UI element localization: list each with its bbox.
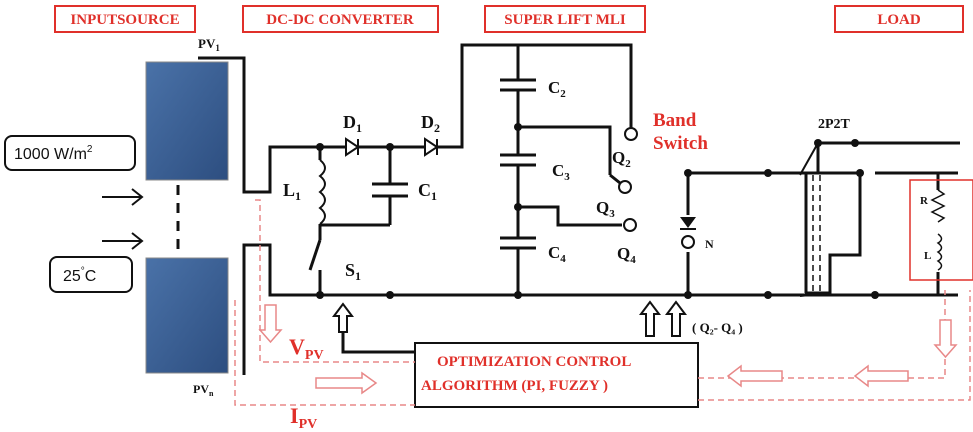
label-c1: C1 (418, 180, 437, 203)
header-load: LOAD (834, 5, 964, 33)
capacitor-c4 (500, 236, 536, 250)
label-2p2t: 2P2T (818, 117, 851, 132)
label-s1: S1 (345, 260, 361, 283)
label-q2: Q2 (612, 148, 631, 170)
irradiance-box: 1000 W/m2 (4, 135, 136, 171)
diode-d2 (424, 137, 439, 157)
resistor-r (930, 189, 946, 223)
label-band: Band (653, 110, 697, 131)
control-algorithm-box: OPTIMIZATION CONTROL ALGORITHM (PI, FUZZ… (414, 342, 699, 408)
header-dc-dc-converter-text: DC-DC CONVERTER (266, 12, 414, 28)
label-q4: Q4 (617, 244, 636, 266)
diode-n (680, 217, 696, 249)
label-pv1: PV1 (198, 36, 220, 53)
temperature-box: 25°C (49, 256, 133, 293)
label-c3: C3 (552, 161, 570, 183)
label-q3: Q3 (596, 198, 615, 220)
header-input-source-text: INPUTSOURCE (70, 12, 179, 28)
main-wiring (198, 43, 960, 375)
control-line2: ALGORITHM (PI, FUZZY ) (421, 378, 608, 394)
inductor-l1 (318, 159, 326, 225)
label-l: L (924, 250, 931, 262)
label-r: R (920, 195, 929, 207)
capacitor-c1 (372, 182, 408, 198)
label-pvn: PVn (193, 382, 214, 398)
switch-2p2t (799, 142, 831, 297)
contact-q2 (624, 127, 638, 141)
control-arrows (332, 300, 687, 337)
label-d1: D1 (343, 112, 362, 135)
label-q-range: ( Q₂- Q₄ ) (692, 320, 743, 335)
capacitor-c2 (500, 78, 536, 92)
irradiance-value: 1000 W/m2 (14, 144, 93, 163)
pv-panel-bottom (145, 257, 229, 374)
label-l1: L1 (283, 180, 301, 203)
header-input-source: INPUTSOURCE (54, 5, 196, 33)
label-vpv: VPV (289, 334, 324, 363)
header-super-lift-mli: SUPER LIFT MLI (484, 5, 646, 33)
contact-q3 (618, 180, 632, 194)
load-box (909, 179, 973, 281)
contact-q4 (623, 218, 637, 232)
feedback-arrows (258, 304, 958, 395)
junction-dots (316, 123, 879, 299)
header-load-text: LOAD (877, 12, 921, 28)
label-n: N (705, 237, 714, 251)
label-c2: C2 (548, 78, 566, 100)
header-super-lift-mli-text: SUPER LIFT MLI (504, 12, 626, 28)
capacitor-c3 (500, 153, 536, 167)
switch-s1 (308, 239, 322, 271)
inductor-load (936, 233, 943, 271)
label-c4: C4 (548, 243, 566, 265)
label-ipv: IPV (290, 403, 317, 432)
input-arrows (102, 188, 144, 250)
header-dc-dc-converter: DC-DC CONVERTER (242, 5, 439, 33)
control-wiring (341, 318, 415, 354)
label-switch: Switch (653, 133, 708, 154)
control-line1: OPTIMIZATION CONTROL (437, 354, 631, 370)
pv-panel-top (145, 61, 229, 181)
diode-d1 (345, 137, 360, 157)
label-d2: D2 (421, 112, 440, 135)
temperature-value: 25°C (63, 266, 96, 285)
